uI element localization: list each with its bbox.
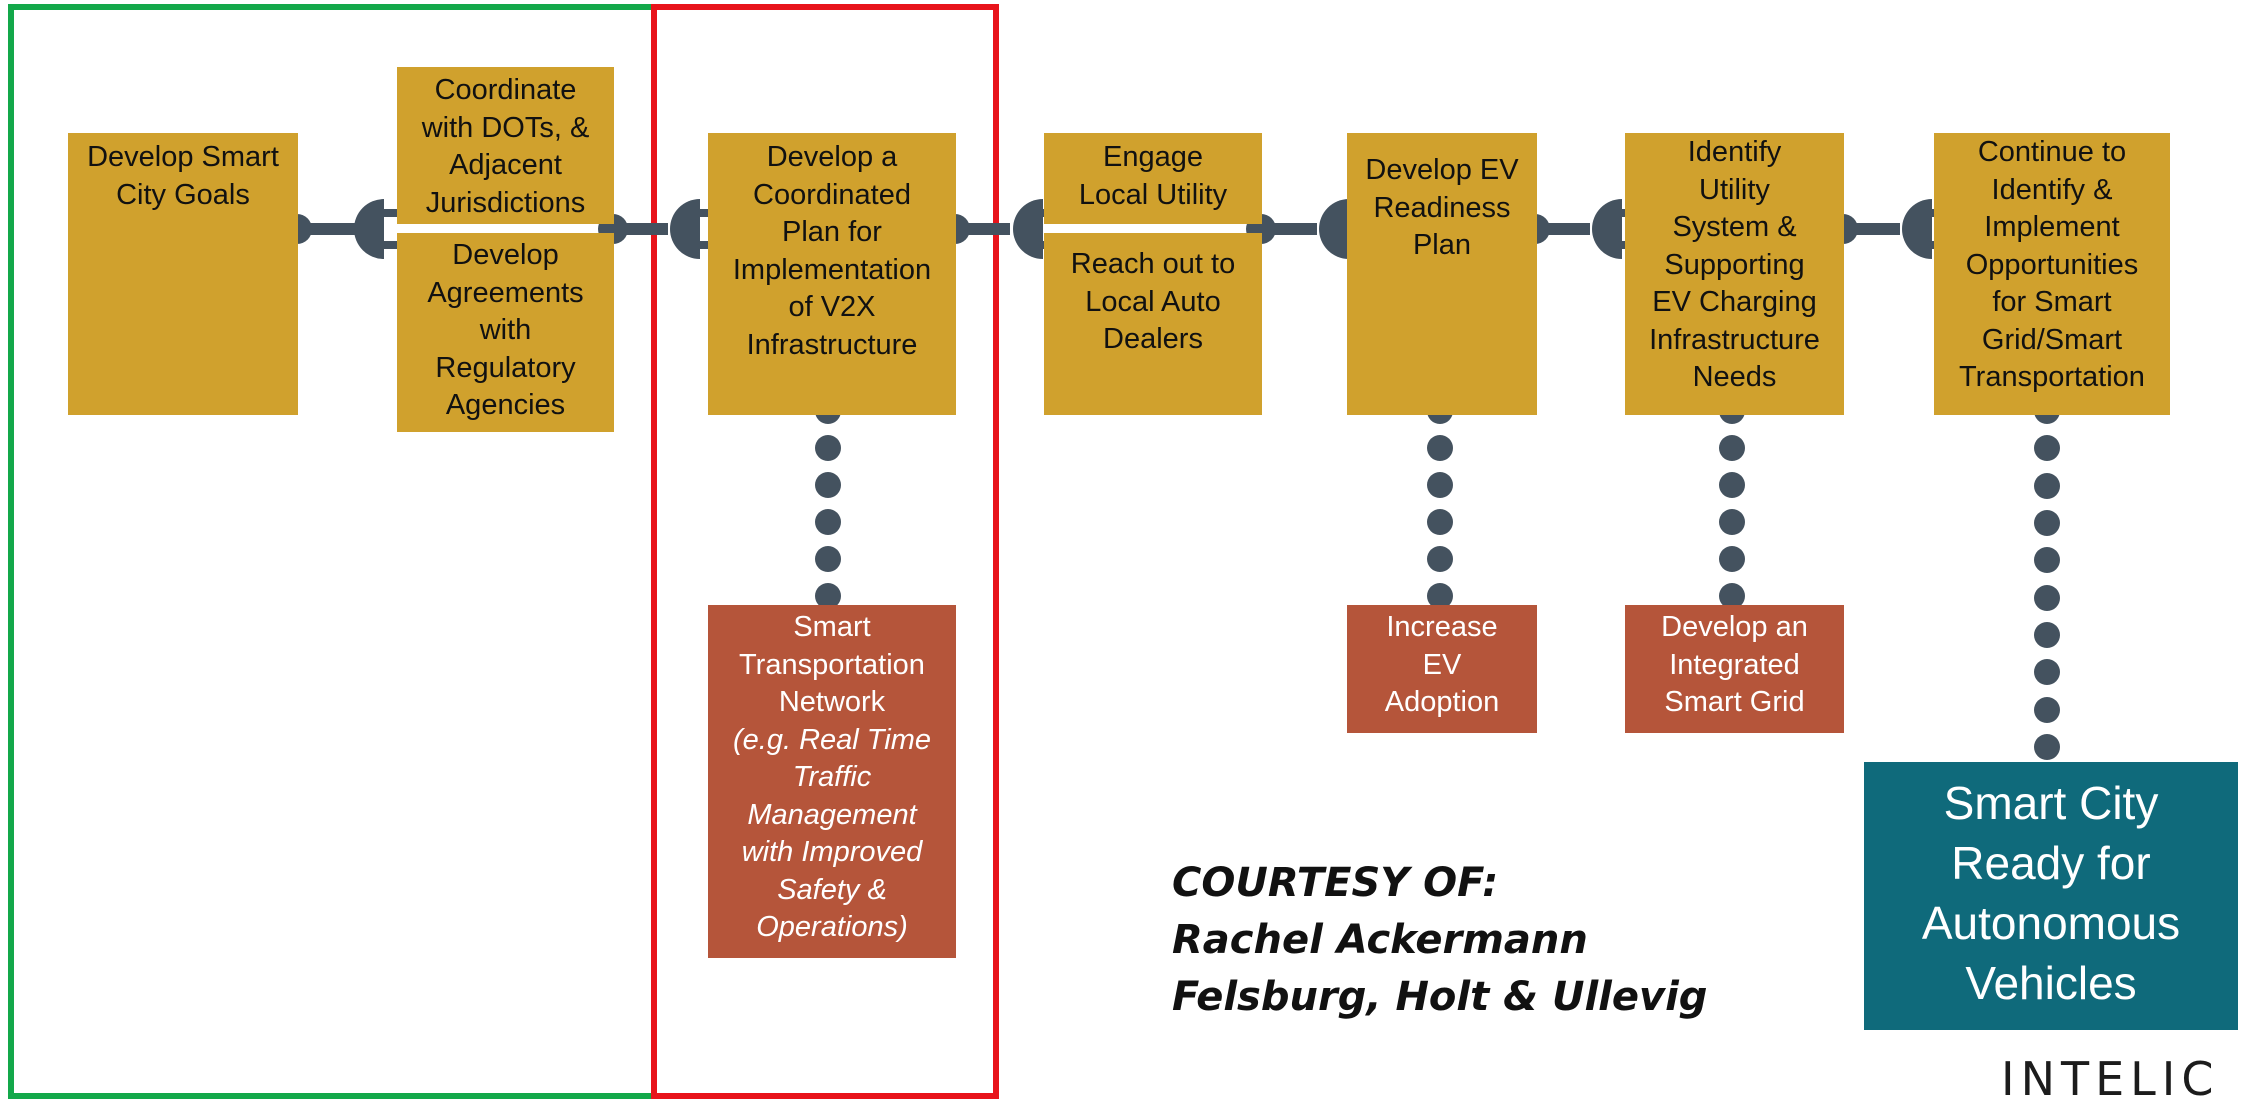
step-text: Plan — [1412, 229, 1472, 261]
outcome-text: Integrated — [1669, 648, 1800, 681]
company-logo: INTELIC — [2001, 1052, 2219, 1106]
step-text: Local Utility — [1078, 178, 1228, 211]
step-text: Develop Smart — [87, 141, 279, 173]
outcome-text: Network — [778, 686, 886, 718]
goal-text: Autonomous — [1921, 897, 2181, 949]
outcome-example-text: Traffic — [792, 761, 872, 793]
plug-connector-icon — [598, 199, 714, 259]
step-box: Coordinate with DOTs, & Adjacent Jurisdi… — [397, 67, 614, 224]
step-text: Local Auto — [1085, 285, 1221, 318]
outcome-example-text: Operations) — [756, 911, 908, 943]
step-text: EV Charging — [1652, 286, 1817, 318]
step-text: Utility — [1699, 173, 1770, 206]
step-box: Develop Smart City Goals — [68, 133, 298, 415]
step-text: Agencies — [445, 389, 566, 421]
goal-text: Smart City — [1943, 777, 2159, 829]
step-text: Reach out to — [1070, 248, 1236, 280]
step-text: Jurisdictions — [425, 186, 586, 219]
step-text: Agreements — [427, 276, 584, 309]
step-box: Develop EV Readiness Plan — [1347, 133, 1537, 415]
step-box: Develop a Coordinated Plan for Implement… — [708, 133, 956, 415]
step-text: City Goals — [116, 178, 250, 211]
step-text: Plan for — [782, 216, 882, 248]
plug-connector-icon — [940, 199, 1057, 259]
outcome-example-text: Management — [747, 798, 917, 831]
step-text: Transportation — [1959, 361, 2145, 393]
courtesy-organization: Felsburg, Holt & Ullevig — [1172, 974, 1708, 1020]
step-text: Adjacent — [449, 149, 562, 181]
step-text: with DOTs, & — [421, 111, 590, 144]
step-text: System & — [1672, 211, 1797, 243]
outcome-text: Smart — [793, 611, 871, 643]
outcome-box: Develop an Integrated Smart Grid — [1625, 605, 1844, 733]
outcome-box: Increase EV Adoption — [1347, 605, 1537, 733]
step-text: Continue to — [1977, 136, 2127, 168]
step-text: Infrastructure — [1649, 323, 1820, 356]
outcome-text: Transportation — [739, 648, 925, 681]
outcome-text: Increase — [1386, 611, 1498, 643]
dotted-connector-ev — [1427, 398, 1453, 609]
step-text: Coordinate — [434, 74, 577, 106]
step-text: Develop a — [766, 141, 898, 173]
step-text: Engage — [1103, 141, 1203, 173]
outcome-text: Adoption — [1384, 686, 1500, 718]
step-box: Develop Agreements with Regulatory Agenc… — [397, 233, 614, 432]
outcome-text: EV — [1422, 648, 1462, 681]
dotted-connector-grid — [1719, 398, 1745, 609]
courtesy-author: Rachel Ackermann — [1172, 917, 1588, 963]
outcome-text: Smart Grid — [1664, 686, 1805, 718]
plug-connector-icon — [1520, 199, 1636, 259]
outcome-box: Smart Transportation Network (e.g. Real … — [708, 605, 956, 958]
step-text: Supporting — [1664, 248, 1805, 281]
step-text: Implementation — [732, 253, 932, 286]
step-text: Dealers — [1103, 323, 1203, 355]
step-text: Opportunities — [1965, 248, 2139, 281]
step-text: Readiness — [1373, 191, 1511, 224]
step-text: Coordinated — [753, 178, 911, 211]
outcome-example-text: (e.g. Real Time — [733, 723, 931, 756]
dotted-connector-v2x — [815, 398, 841, 609]
step-box: Engage Local Utility — [1044, 133, 1262, 224]
step-text: Regulatory — [435, 351, 576, 384]
goal-text: Ready for — [1951, 837, 2151, 889]
plug-connector-icon — [1828, 199, 1946, 259]
step-text: Needs — [1692, 361, 1777, 393]
logo-text: INTELIC — [2001, 1052, 2220, 1106]
step-box: Continue to Identify & Implement Opportu… — [1934, 133, 2170, 415]
courtesy-credit: COURTESY OF: Rachel Ackermann Felsburg, … — [1172, 855, 1707, 1026]
step-text: for Smart — [1992, 286, 2112, 318]
step-text: Implement — [1984, 211, 2120, 243]
dotted-connector-goal — [2034, 398, 2060, 760]
step-box: Reach out to Local Auto Dealers — [1044, 233, 1262, 415]
step-text: Infrastructure — [746, 328, 918, 361]
step-text: Develop EV — [1365, 154, 1519, 186]
goal-box: Smart City Ready for Autonomous Vehicles — [1864, 762, 2238, 1030]
step-text: of V2X — [788, 291, 876, 323]
step-text: Identify — [1687, 136, 1782, 168]
outcome-text: Develop an — [1661, 611, 1808, 643]
courtesy-label: COURTESY OF: — [1172, 860, 1499, 906]
outcome-example-text: Safety & — [777, 873, 887, 906]
plug-connector-icon — [1246, 199, 1363, 259]
step-text: Identify & — [1991, 173, 2113, 206]
step-text: Grid/Smart — [1981, 323, 2123, 356]
plug-connector-icon — [282, 199, 398, 259]
goal-text: Vehicles — [1965, 957, 2137, 1009]
step-box: Identify Utility System & Supporting EV … — [1625, 133, 1844, 415]
outcome-example-text: with Improved — [741, 836, 923, 868]
step-text: with — [479, 314, 532, 346]
step-text: Develop — [452, 239, 559, 271]
